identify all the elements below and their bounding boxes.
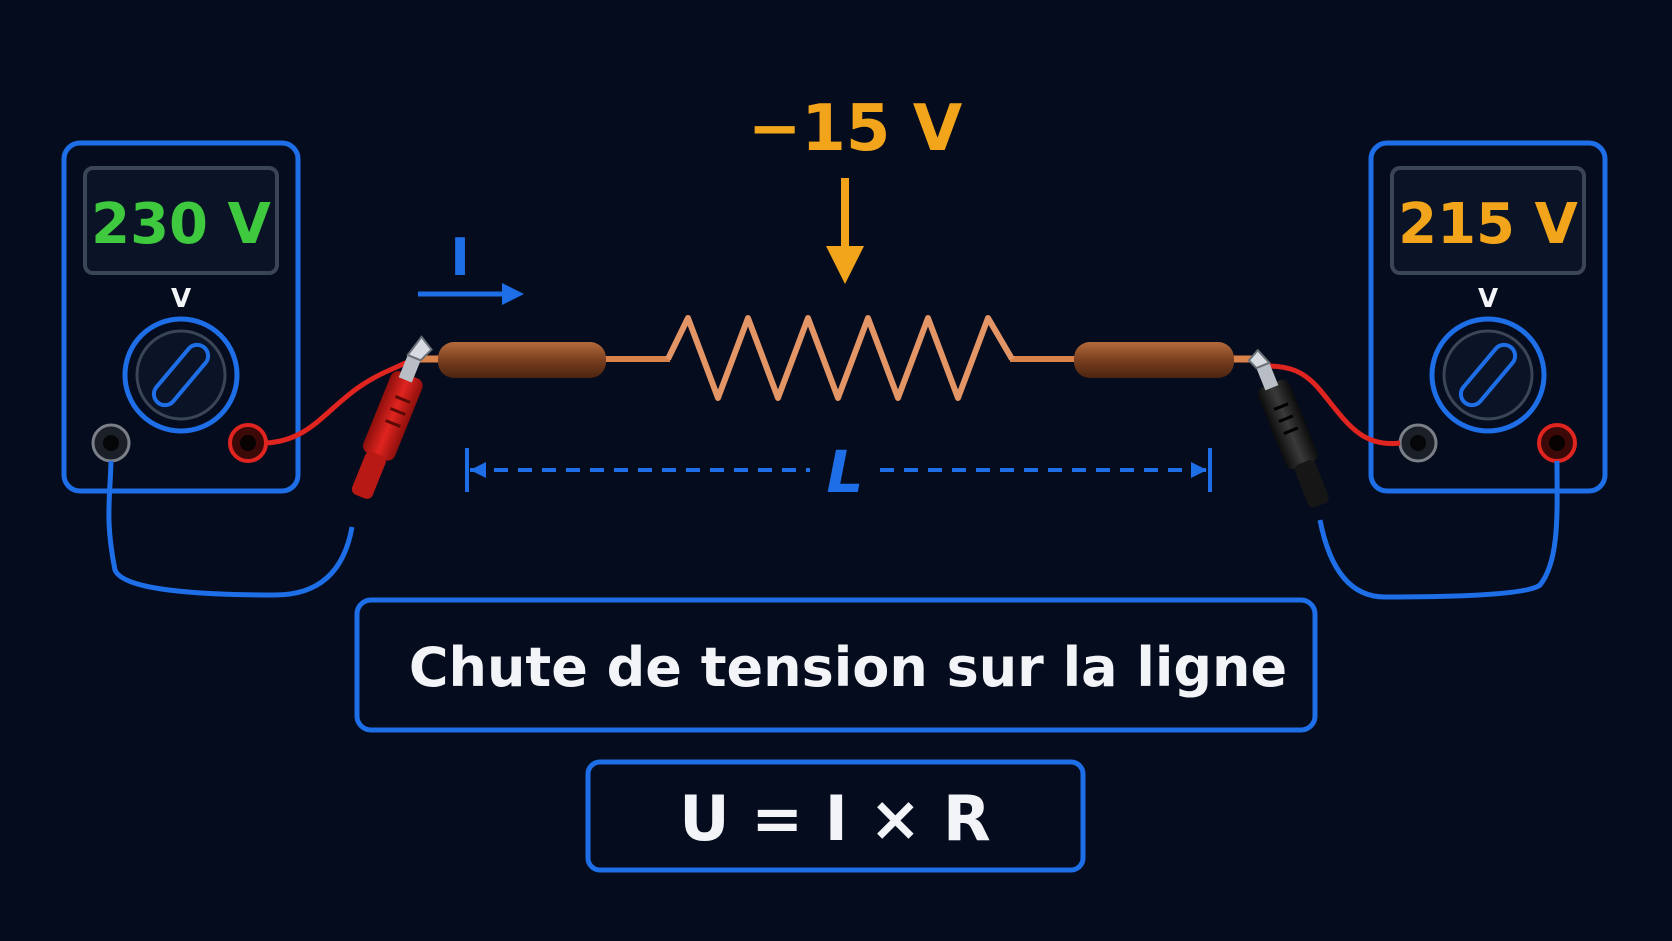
left-com-loop-wire (106, 460, 355, 598)
alligator-clip-icon[interactable] (1242, 344, 1336, 512)
formula-box (585, 759, 1086, 873)
right-com-loop-wire (1317, 460, 1560, 600)
left-multimeter: 230 V V (61, 140, 301, 494)
right-meter-display (1390, 166, 1586, 275)
right-meter-v-jack[interactable] (1537, 423, 1577, 463)
rotary-dial-icon[interactable] (122, 316, 240, 434)
caption-box (354, 597, 1318, 733)
copper-line (418, 315, 1252, 401)
left-meter-display (83, 166, 279, 275)
right-meter-reading: 215 V (1398, 192, 1578, 257)
left-meter-frame (61, 140, 301, 494)
left-meter-com-jack[interactable] (91, 423, 131, 463)
left-meter-v-jack[interactable] (228, 423, 268, 463)
alligator-clip-icon[interactable] (344, 332, 440, 503)
left-meter-reading: 230 V (91, 192, 271, 257)
caption-title: Chute de tension sur la ligne (409, 636, 1287, 699)
arrow-down-icon (826, 178, 864, 284)
left-red-lead-wire (265, 357, 414, 446)
length-dimension (465, 448, 1212, 492)
left-cable-sheath (438, 342, 606, 378)
right-meter-unit-label: V (1478, 284, 1498, 314)
right-meter-frame (1368, 140, 1608, 494)
left-meter-unit-label: V (171, 284, 191, 314)
rotary-dial-icon[interactable] (1429, 316, 1547, 434)
formula-text: U = I × R (679, 782, 990, 855)
arrow-right-icon (418, 283, 524, 305)
resistor-coil-icon (665, 315, 1015, 401)
right-meter-com-jack[interactable] (1398, 423, 1438, 463)
right-multimeter: 215 V V (1368, 140, 1608, 494)
voltage-drop-label: −15 V (748, 92, 963, 166)
length-label: L (827, 438, 864, 506)
right-red-lead-wire (1261, 363, 1401, 447)
right-cable-sheath (1074, 342, 1234, 378)
current-label: I (450, 228, 469, 288)
